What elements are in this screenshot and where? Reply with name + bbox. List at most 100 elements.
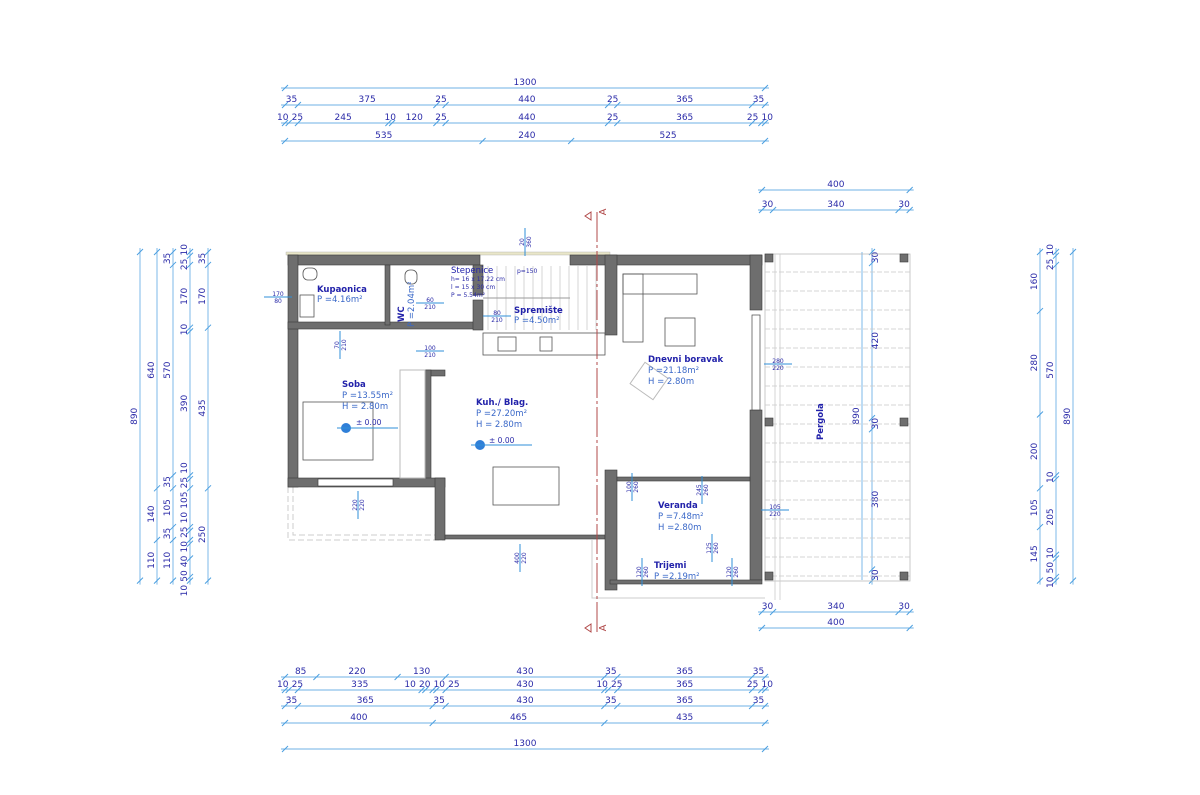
dimension-tick [567,137,575,145]
dimension-value: 365 [676,667,693,677]
stair-note: P = 5.54m² [451,292,486,299]
dimension-value: 25 [607,113,618,123]
room-height: H =2.80m [658,523,701,533]
dimension-tick [906,206,914,214]
stair-rise: p=150 [517,268,537,275]
dimension-tick [1052,551,1060,559]
kitchen-counter [482,332,606,356]
dimension-value: 10 [1046,244,1056,256]
sink [539,336,553,352]
washbasin [299,294,315,318]
dimension-value: 10 [596,680,608,690]
dimension-tick [186,577,194,584]
pergola-label: Pergola [816,403,826,440]
dimension-value: 25 [448,680,459,690]
dimension-value: 30 [898,602,910,612]
dimension-tick [442,702,449,710]
dimension-value: 365 [676,696,693,706]
dimension-value: 10 [1046,576,1056,588]
dimension-tick [204,248,212,256]
dimension-value: 440 [518,113,535,123]
opening-height: 260 [633,481,640,493]
dimension-value: 25 [435,113,446,123]
dimension-tick [204,324,212,332]
dimension-tick [169,261,177,269]
dimension-tick [1069,248,1077,256]
toilet [302,267,318,281]
dimension-tick [186,324,194,332]
dimension-value: 20 [419,680,431,690]
dimension-value: 35 [286,95,297,105]
room-name: Spremište [514,305,563,316]
dimension-tick [1036,411,1044,418]
dimension-value: 200 [1030,443,1040,460]
dimension-value: 130 [413,667,430,677]
room-height: H = 2.80m [648,377,694,387]
dimension-value: 440 [518,95,535,105]
dimension-value: 170 [198,287,208,304]
pergola-post [764,571,774,581]
dimension-tick [761,84,769,92]
dimension-value: 400 [827,618,844,628]
dimension-tick [769,206,777,214]
dimension-tick [186,484,194,492]
dimension-tick [1036,307,1044,315]
dimension-tick [1036,523,1044,531]
pergola: Pergola [764,253,911,600]
dimension-tick [394,673,401,681]
opening-height: 260 [703,484,710,496]
room-area: P =13.55m² [342,391,393,401]
dimension-value: 25 [292,113,303,123]
stair-note: l = 15 x 30 cm [451,284,495,291]
coffee-table [664,317,696,347]
room-area: P =2.04m² [407,281,417,327]
dimension-value: 435 [676,713,693,723]
dimension-value: 465 [510,713,527,723]
dimension-value: 335 [351,680,368,690]
room-area: P =4.16m² [317,295,363,305]
dimension-value: 105 [180,492,190,509]
dimension-value: 35 [605,667,616,677]
dimension-value: 35 [753,95,764,105]
dimension-value: 365 [357,696,374,706]
opening-height: 260 [733,566,740,578]
dimension-tick [613,101,621,109]
dimension-value: 50 [180,570,190,582]
dimension-value: 25 [180,259,190,270]
dimension-value: 25 [607,95,618,105]
wardrobe [399,369,426,479]
dimension-value: 85 [295,667,306,677]
opening-height: 220 [359,499,366,511]
section-marker-icon [584,211,592,221]
room-spremiste: Spremište P =4.50m² [514,305,563,326]
dimension-tick [604,686,612,694]
dimension-tick [169,523,177,531]
dimension-value: 50 [1046,562,1056,574]
dimension-value: 10 [180,324,190,336]
dimension-value: 10 [180,462,190,474]
dimension-tick [204,577,212,584]
room-wc: WC P =2.04m² [397,281,417,327]
dimension-tick [442,101,449,109]
dimension-tick [294,119,302,127]
pergola-post [899,253,909,263]
dimension-tick [761,745,769,753]
room-name: Stepenice [451,266,493,276]
dimension-tick [895,608,902,616]
dimension-tick [285,119,293,127]
dimension-tick [429,719,437,727]
dimension-value: 160 [1030,273,1040,290]
dimension-tick [281,719,289,727]
dimension-tick [281,84,289,92]
dimension-value: 25 [180,477,190,488]
dimension-tick [613,673,621,681]
